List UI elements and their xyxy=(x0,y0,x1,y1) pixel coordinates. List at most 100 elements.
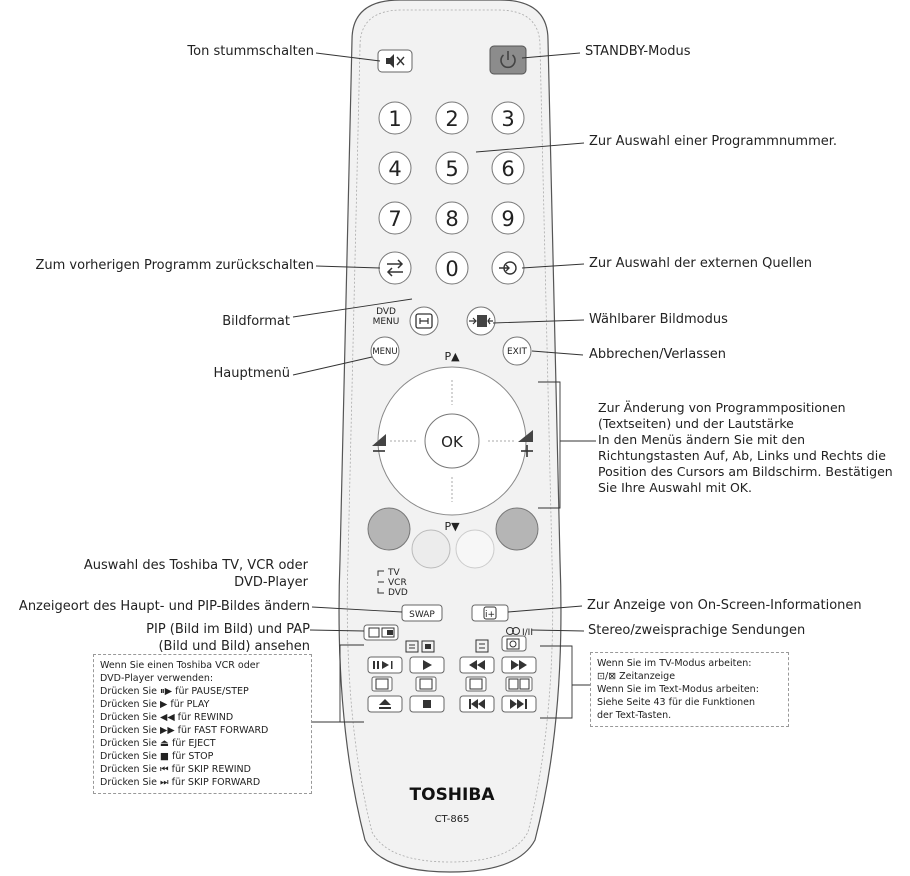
volume-up-button[interactable] xyxy=(518,430,533,457)
clock-button[interactable] xyxy=(501,635,527,652)
picture-mode-button[interactable] xyxy=(466,306,496,336)
digit-button-2[interactable]: 2 xyxy=(435,101,469,135)
tv-line: Siehe Seite 43 für die Funktionen xyxy=(597,697,755,708)
text-key-2[interactable] xyxy=(475,639,489,653)
play-button[interactable] xyxy=(409,656,445,674)
info-button[interactable]: i+ xyxy=(471,604,509,622)
source-selector-switch[interactable]: TV VCR DVD xyxy=(377,568,408,598)
digit-button-7[interactable]: 7 xyxy=(378,201,412,235)
pause-step-button[interactable] xyxy=(367,656,403,674)
text-icon xyxy=(508,678,530,690)
digit-button-3[interactable]: 3 xyxy=(491,101,525,135)
exit-button[interactable]: EXIT xyxy=(502,336,532,366)
model-number: CT-865 xyxy=(435,814,470,825)
recall-icon xyxy=(386,259,404,277)
digit-label: 4 xyxy=(388,157,401,181)
brand-logo: TOSHIBA xyxy=(410,785,496,805)
tv-line: Wenn Sie im Text-Modus arbeiten: xyxy=(597,684,759,695)
eject-icon xyxy=(379,699,391,709)
navigation-line: Zur Änderung von Programmpositionen xyxy=(598,400,846,415)
text-icon xyxy=(419,678,433,690)
text-key-3[interactable] xyxy=(371,676,393,692)
digit-button-1[interactable]: 1 xyxy=(378,101,412,135)
text-key-6[interactable] xyxy=(505,676,533,692)
input-source-button[interactable] xyxy=(491,251,525,285)
tv-text-instructions-box: Wenn Sie im TV-Modus arbeiten: ⊡/⊠ Zeita… xyxy=(590,652,789,727)
green-button[interactable] xyxy=(411,529,451,569)
digit-button-9[interactable]: 9 xyxy=(491,201,525,235)
skip-rewind-button[interactable] xyxy=(459,695,495,713)
vcr-line: Drücken Sie ■ für STOP xyxy=(100,751,214,762)
volume-down-button[interactable] xyxy=(372,434,386,452)
skip-forward-icon xyxy=(510,699,527,709)
pause-step-icon xyxy=(373,661,393,669)
navigation-line: (Textseiten) und der Lautstärke xyxy=(598,416,794,431)
digit-button-4[interactable]: 4 xyxy=(378,151,412,185)
exit-label: EXIT xyxy=(507,347,528,357)
vcr-line: Drücken Sie ▶▶ für FAST FORWARD xyxy=(100,725,269,736)
digit-label: 0 xyxy=(445,257,458,281)
tv-line: ⊡/⊠ Zeitanzeige xyxy=(597,671,676,682)
program-up-label: P▲ xyxy=(444,350,460,363)
blue-button[interactable] xyxy=(495,507,539,551)
text-key-5[interactable] xyxy=(465,676,487,692)
clock-icon xyxy=(506,638,520,650)
skip-forward-button[interactable] xyxy=(501,695,537,713)
cancel-exit-callout: Abbrechen/Verlassen xyxy=(589,347,727,362)
vcr-line: Drücken Sie ⏮ für SKIP REWIND xyxy=(100,764,251,775)
mute-button[interactable] xyxy=(377,49,413,73)
stop-icon xyxy=(423,700,431,708)
standby-callout: STANDBY-Modus xyxy=(585,44,691,59)
program-down-label: P▼ xyxy=(444,520,460,533)
yellow-button[interactable] xyxy=(455,529,495,569)
rewind-button[interactable] xyxy=(459,656,495,674)
swap-callout: Anzeigeort des Haupt- und PIP-Bildes änd… xyxy=(18,599,310,614)
digit-button-6[interactable]: 6 xyxy=(491,151,525,185)
menu-button[interactable]: MENU xyxy=(370,336,400,366)
fast-forward-button[interactable] xyxy=(501,656,537,674)
text-icon xyxy=(405,640,419,653)
digit-label: 5 xyxy=(445,157,458,181)
navigation-line: In den Menüs ändern Sie mit den xyxy=(598,432,806,447)
picture-format-button[interactable] xyxy=(409,306,439,336)
recall-button[interactable] xyxy=(378,251,412,285)
svg-text:MENU: MENU xyxy=(373,317,400,327)
digit-label: 2 xyxy=(445,107,458,131)
svg-text:i+: i+ xyxy=(485,610,495,620)
text-key-4[interactable] xyxy=(415,676,437,692)
source-tv-label: TV xyxy=(387,568,400,578)
stereo-button[interactable]: I/II xyxy=(506,627,534,639)
digit-label: 7 xyxy=(388,207,401,231)
picture-mode-callout: Wählbarer Bildmodus xyxy=(589,312,728,327)
swap-button[interactable]: SWAP xyxy=(401,604,443,622)
on-screen-info-callout: Zur Anzeige von On-Screen-Informationen xyxy=(587,598,862,613)
digit-label: 8 xyxy=(445,207,458,231)
vcr-line: Drücken Sie ▶ für PLAY xyxy=(100,699,210,710)
vcr-line: Drücken Sie ⏏ für EJECT xyxy=(100,738,216,749)
red-button[interactable] xyxy=(367,507,411,551)
text-key-1[interactable] xyxy=(405,640,419,653)
digit-button-0[interactable]: 0 xyxy=(435,251,469,285)
picture-mode-icon xyxy=(469,315,493,327)
vcr-instructions-box: Wenn Sie einen Toshiba VCR oder DVD-Play… xyxy=(93,654,312,794)
text-icon xyxy=(469,678,483,690)
mute-icon xyxy=(386,54,405,68)
svg-text:I/II: I/II xyxy=(522,628,533,638)
pip-button[interactable] xyxy=(363,624,399,641)
stop-button[interactable] xyxy=(409,695,445,713)
device-select-callout-2: DVD-Player xyxy=(234,575,308,590)
text-mix-key[interactable] xyxy=(421,640,435,653)
source-vcr-label: VCR xyxy=(388,578,407,588)
stereo-callout: Stereo/zweisprachige Sendungen xyxy=(588,623,806,638)
digit-button-5[interactable]: 5 xyxy=(435,151,469,185)
ok-button[interactable]: OK xyxy=(424,413,480,469)
standby-button[interactable] xyxy=(489,45,527,75)
power-icon xyxy=(500,51,516,69)
vcr-line: Drücken Sie ⏸▶ für PAUSE/STEP xyxy=(100,686,249,697)
digit-button-8[interactable]: 8 xyxy=(435,201,469,235)
previous-program-callout: Zum vorherigen Programm zurückschalten xyxy=(35,258,314,273)
eject-button[interactable] xyxy=(367,695,403,713)
navigation-callout: Zur Änderung von Programmpositionen (Tex… xyxy=(598,400,898,496)
picture-format-callout: Bildformat xyxy=(222,314,290,329)
pip-pap-callout-1: PIP (Bild im Bild) und PAP xyxy=(146,622,310,637)
